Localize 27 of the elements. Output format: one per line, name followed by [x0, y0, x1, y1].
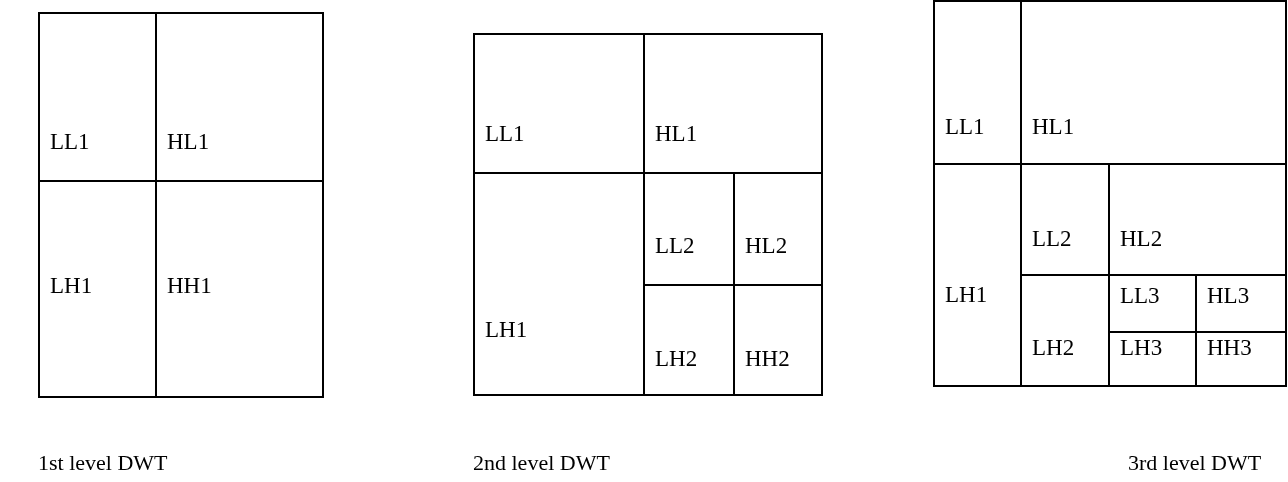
subband-label: LH3: [1120, 335, 1163, 361]
subband-label: HL1: [167, 129, 210, 155]
subband-grid-frame: [933, 0, 1287, 387]
subband-label: LH1: [485, 317, 528, 343]
subband-label: HL1: [1032, 114, 1075, 140]
subband-label: HL3: [1207, 283, 1250, 309]
subband-label: LL1: [485, 121, 525, 147]
caption: 3rd level DWT: [1128, 450, 1262, 476]
caption: 1st level DWT: [38, 450, 168, 476]
subband-label: LL2: [655, 233, 695, 259]
subband-label: HH1: [167, 273, 212, 299]
subband-label: HH2: [745, 346, 790, 372]
subband-label: LH2: [1032, 335, 1075, 361]
subband-label: LH2: [655, 346, 698, 372]
subband-label: LL1: [50, 129, 90, 155]
caption: 2nd level DWT: [473, 450, 610, 476]
subband-label: HL1: [655, 121, 698, 147]
subband-label: LL3: [1120, 283, 1160, 309]
subband-label: LL2: [1032, 226, 1072, 252]
subband-grid-frame: [38, 12, 324, 398]
subband-label: HL2: [1120, 226, 1163, 252]
subband-label: LL1: [945, 114, 985, 140]
subband-label: HL2: [745, 233, 788, 259]
subband-grid-frame: [473, 33, 823, 396]
subband-label: LH1: [945, 282, 988, 308]
subband-label: HH3: [1207, 335, 1252, 361]
subband-label: LH1: [50, 273, 93, 299]
